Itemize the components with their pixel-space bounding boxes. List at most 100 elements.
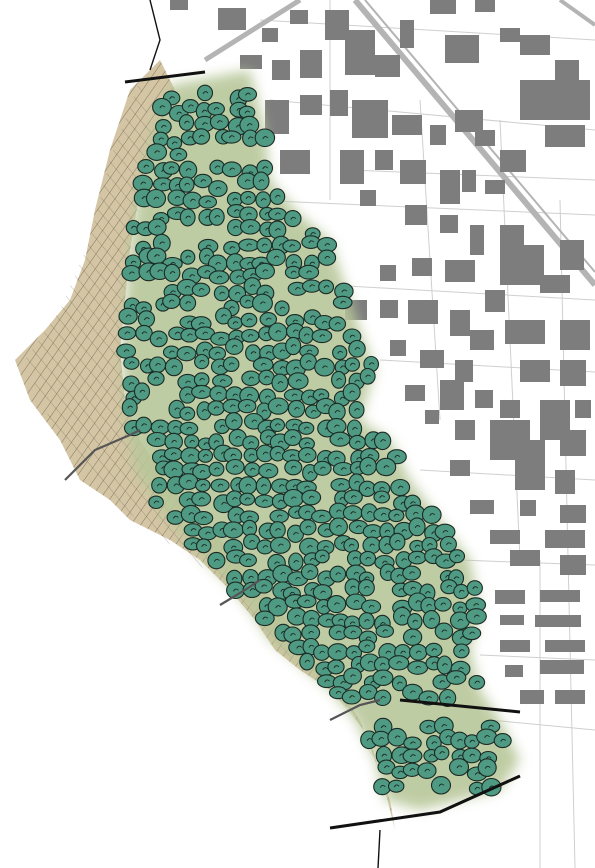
tree-crown-detail	[202, 331, 209, 335]
tree-crown	[297, 447, 317, 463]
tree-crown-detail	[384, 529, 391, 533]
tree-crown-detail	[187, 104, 194, 108]
building	[375, 55, 400, 77]
tree-crown	[390, 478, 411, 497]
tree-crown-detail	[428, 754, 435, 758]
tree-crown-detail	[245, 483, 252, 487]
tree-crown	[298, 421, 315, 435]
tree-crown-detail	[215, 262, 222, 266]
tree-crown-detail	[354, 347, 361, 351]
tree-crown	[344, 578, 361, 597]
tree-crown-detail	[292, 423, 298, 427]
tree-crown-detail	[304, 599, 311, 603]
tree-crown-detail	[367, 660, 374, 664]
tree-crown-detail	[354, 480, 360, 484]
tree-crown-detail	[469, 631, 476, 635]
building	[510, 550, 540, 566]
tree-crown-detail	[184, 182, 191, 186]
tree-crown-detail	[441, 724, 448, 728]
tree-crown-detail	[277, 499, 284, 503]
tree-crown	[150, 419, 170, 435]
tree-crown-detail	[337, 437, 344, 441]
tree-crown	[282, 239, 302, 253]
tree-crown	[223, 240, 241, 256]
tree-crown-detail	[289, 591, 296, 595]
tree-crown	[285, 336, 302, 356]
tree-crown-detail	[441, 629, 448, 633]
tree-crown	[331, 370, 347, 389]
tree-crown-detail	[184, 351, 190, 355]
tree-crown	[209, 385, 228, 402]
tree-crown	[240, 312, 258, 328]
building	[495, 590, 525, 604]
tree-crown-detail	[383, 465, 390, 469]
building	[240, 55, 262, 69]
tree-crown	[342, 382, 361, 402]
tree-crown-detail	[170, 290, 176, 294]
tree-crown-detail	[219, 291, 226, 295]
tree-crown-detail	[410, 501, 416, 505]
tree-crown-detail	[185, 479, 192, 483]
tree-crown-detail	[202, 454, 209, 458]
tree-crown-detail	[291, 261, 298, 265]
tree-crown	[388, 655, 410, 671]
tree-crown	[269, 509, 289, 524]
tree-crown-detail	[445, 542, 452, 546]
tree-crown-detail	[365, 374, 372, 378]
tree-crown-detail	[265, 351, 272, 355]
tree-crown-detail	[290, 465, 297, 469]
building	[392, 115, 422, 135]
tree-crown	[266, 248, 286, 267]
tree-crown	[269, 418, 286, 433]
tree-crown-detail	[469, 739, 476, 743]
tree-crown-detail	[308, 644, 315, 648]
tree-crown	[271, 373, 289, 393]
tree-crown-detail	[474, 786, 481, 790]
tree-crown-detail	[309, 617, 315, 621]
tree-crown-detail	[160, 124, 167, 128]
tree-crown	[164, 357, 183, 377]
tree-crown-detail	[365, 464, 372, 468]
tree-crown-detail	[290, 435, 297, 439]
tree-crown-detail	[293, 366, 300, 370]
tree-crown-detail	[159, 105, 166, 109]
tree-crown-detail	[244, 110, 251, 114]
building	[412, 258, 432, 276]
tree-crown-detail	[265, 468, 272, 472]
tree-crown-detail	[198, 134, 205, 138]
tree-crown	[373, 431, 392, 451]
tree-crown-detail	[230, 453, 237, 457]
tree-crown	[329, 517, 348, 536]
tree-crown	[299, 652, 315, 671]
tree-crown	[284, 459, 303, 476]
tree-crown-detail	[190, 542, 197, 546]
tree-crown-detail	[379, 622, 386, 626]
tree-crown-detail	[200, 483, 207, 487]
tree-crown	[148, 495, 164, 510]
tree-crown	[318, 279, 335, 295]
tree-crown-detail	[336, 509, 342, 513]
building	[505, 320, 545, 344]
tree-crown	[328, 402, 346, 421]
tree-crown-detail	[333, 665, 340, 669]
building	[545, 640, 585, 652]
tree-crown-detail	[412, 619, 419, 623]
tree-crown-detail	[379, 784, 386, 788]
tree-crown-detail	[157, 425, 164, 429]
building	[170, 0, 188, 10]
tree-crown-detail	[440, 602, 447, 606]
tree-crown	[373, 490, 391, 504]
tree-crown-detail	[174, 211, 181, 215]
tree-crown	[146, 431, 168, 448]
tree-crown-detail	[354, 379, 361, 383]
tree-crown	[267, 397, 289, 415]
building	[440, 215, 458, 233]
tree-crown	[436, 655, 453, 675]
tree-crown-detail	[232, 321, 239, 325]
building	[500, 28, 520, 42]
tree-crown	[213, 285, 230, 302]
tree-crown	[256, 237, 273, 254]
tree-crown	[312, 584, 333, 601]
tree-crown-detail	[384, 543, 390, 547]
building	[500, 615, 524, 625]
